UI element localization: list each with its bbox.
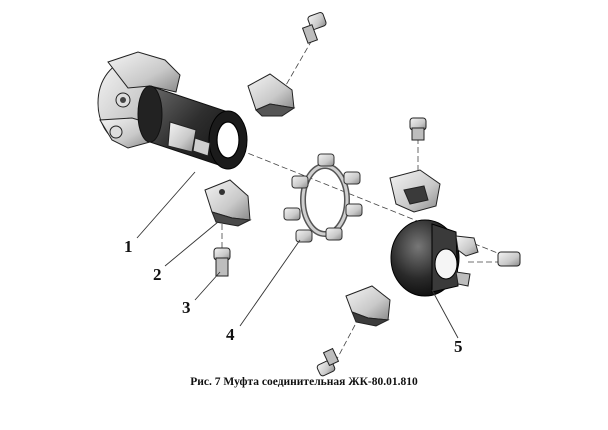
elastic-star-4 [283, 153, 363, 243]
bolt-top [301, 12, 327, 44]
callout-4: 4 [226, 325, 235, 344]
callout-5: 5 [454, 337, 463, 356]
callout-1: 1 [124, 237, 133, 256]
half-coupling-1 [97, 51, 248, 170]
claw-insert-lower [345, 285, 391, 327]
figure-caption: Рис. 7 Муфта соединительная ЖК-80.01.810 [190, 376, 418, 388]
claw-insert-2 [204, 179, 252, 227]
bolt-3 [213, 247, 231, 277]
leader-lines [136, 171, 459, 339]
callout-2: 2 [153, 265, 162, 284]
claw-insert-right-upper [389, 169, 441, 213]
bolt-right-upper [409, 117, 427, 141]
callout-3: 3 [182, 298, 191, 317]
bolt-right [497, 251, 521, 267]
half-coupling-5 [390, 219, 479, 297]
claw-insert-top [247, 73, 296, 117]
bolt-bottom [316, 347, 340, 377]
